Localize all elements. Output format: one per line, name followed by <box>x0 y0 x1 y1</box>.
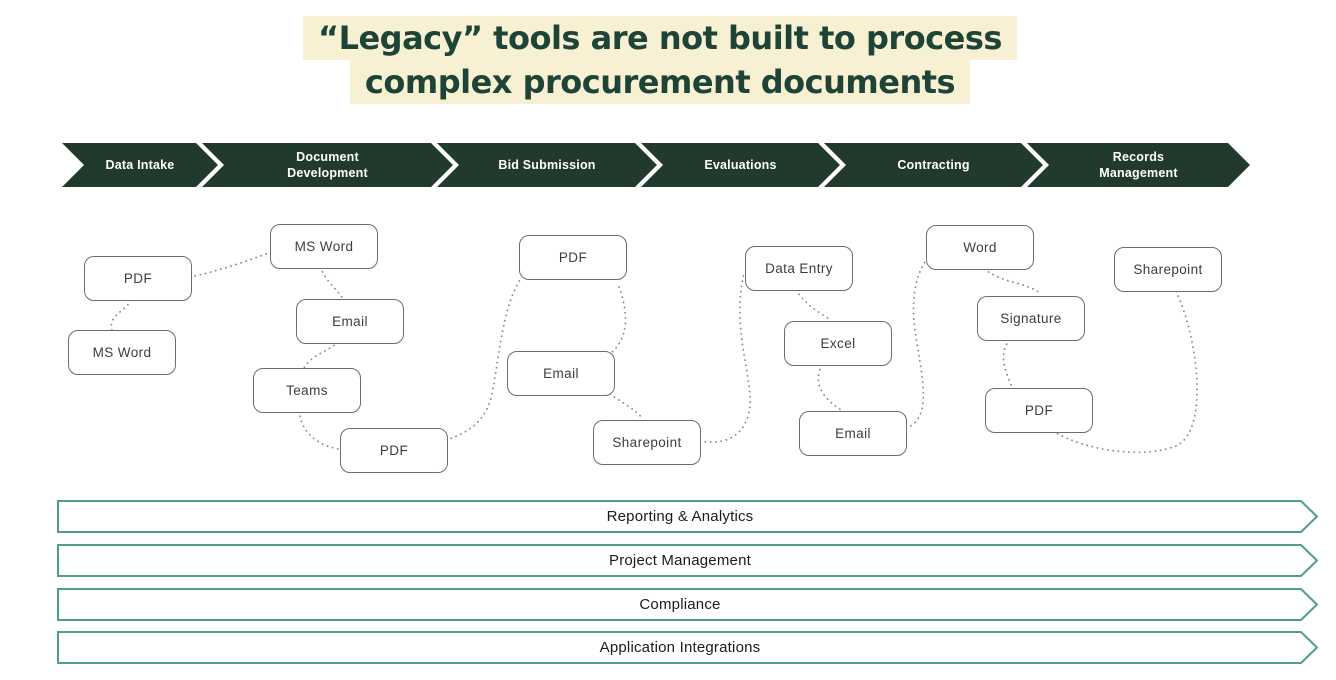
tool-box-email: Email <box>296 299 404 344</box>
banner-arrow-outline <box>57 631 1319 664</box>
banner-project-management: Project Management <box>57 544 1319 577</box>
tool-box-pdf: PDF <box>340 428 448 473</box>
page-title: “Legacy” tools are not built to process … <box>0 16 1328 104</box>
tool-box-pdf: PDF <box>519 235 627 280</box>
connector-line <box>609 393 644 420</box>
process-step-document-development: Document Development <box>202 143 453 187</box>
connector-line <box>445 279 521 441</box>
banner-label: Reporting & Analytics <box>606 508 754 525</box>
process-step-label: Contracting <box>897 157 970 172</box>
connector-line <box>189 251 272 278</box>
process-step-contracting: Contracting <box>824 143 1043 187</box>
tool-box-pdf: PDF <box>985 388 1093 433</box>
process-step-bid-submission: Bid Submission <box>437 143 657 187</box>
tool-box-sharepoint: Sharepoint <box>1114 247 1222 292</box>
connector-line <box>699 272 752 443</box>
banner-label: Compliance <box>639 596 721 613</box>
process-step-label: Bid Submission <box>498 157 596 172</box>
connector-line <box>1002 339 1013 388</box>
connector-line <box>983 268 1041 294</box>
banner-reporting-analytics: Reporting & Analytics <box>57 500 1319 533</box>
tool-box-teams: Teams <box>253 368 361 413</box>
banner-label: Application Integrations <box>599 639 761 656</box>
connector-line <box>795 289 832 321</box>
connector-line <box>110 299 132 331</box>
tool-box-pdf: PDF <box>84 256 192 301</box>
connector-line <box>611 286 627 353</box>
banner-arrow-outline <box>57 588 1319 621</box>
banner-arrow-outline <box>57 500 1319 533</box>
tool-box-signature: Signature <box>977 296 1085 341</box>
tool-box-email: Email <box>799 411 907 456</box>
tool-box-ms-word: MS Word <box>270 224 378 269</box>
connector-line <box>817 364 842 411</box>
process-step-records-management: Records Management <box>1027 143 1250 187</box>
process-step-label: Evaluations <box>704 157 777 172</box>
banner-compliance: Compliance <box>57 588 1319 621</box>
connector-line <box>319 266 345 301</box>
title-line-1: “Legacy” tools are not built to process <box>303 16 1017 60</box>
banner-arrow-outline <box>57 544 1319 577</box>
process-step-data-intake: Data Intake <box>62 143 218 187</box>
title-line-2: complex procurement documents <box>349 60 971 104</box>
process-step-label: Records Management <box>1099 149 1178 180</box>
tool-box-ms-word: MS Word <box>68 330 176 375</box>
tool-box-email: Email <box>507 351 615 396</box>
tool-box-word: Word <box>926 225 1034 270</box>
banner-label: Project Management <box>608 552 751 569</box>
process-step-label: Data Intake <box>105 157 175 172</box>
connector-line <box>298 410 340 450</box>
tool-box-excel: Excel <box>784 321 892 366</box>
process-step-evaluations: Evaluations <box>641 143 840 187</box>
tool-box-sharepoint: Sharepoint <box>593 420 701 465</box>
banner-application-integrations: Application Integrations <box>57 631 1319 664</box>
process-step-label: Document Development <box>287 149 368 180</box>
connector-line <box>303 341 339 369</box>
tool-box-data-entry: Data Entry <box>745 246 853 291</box>
connector-line <box>905 256 930 429</box>
